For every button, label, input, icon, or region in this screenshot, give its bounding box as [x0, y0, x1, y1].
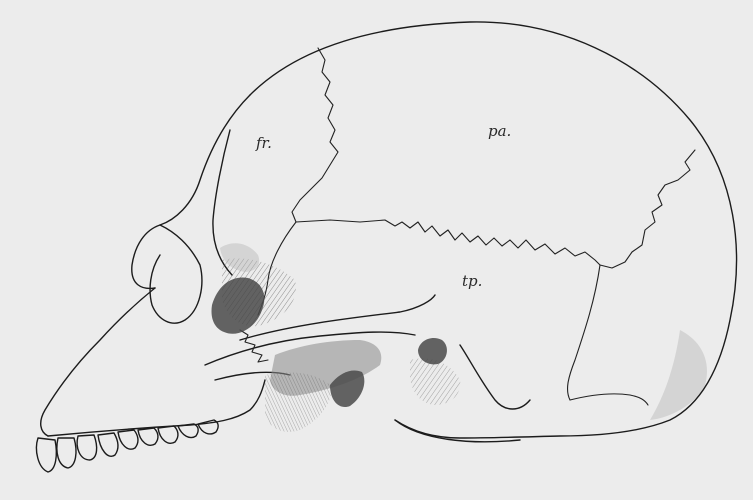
coronal-suture: [292, 48, 338, 222]
mastoid-outline: [460, 345, 530, 409]
tooth: [36, 438, 56, 472]
squamosal-suture: [296, 220, 600, 265]
temporal-posterior-suture: [568, 265, 600, 400]
cheek-hatch: [265, 372, 331, 431]
tooth: [118, 430, 138, 449]
mastoid-hatch: [410, 358, 460, 405]
lambdoid-suture: [600, 150, 695, 268]
maxilla-lower: [48, 380, 265, 436]
tooth: [98, 433, 118, 456]
tooth: [57, 438, 76, 468]
label-temporal: tp.: [462, 272, 482, 290]
temporal-fossa-hatch: [222, 258, 296, 326]
tooth: [77, 435, 96, 460]
snout-upper: [41, 288, 155, 436]
occipital-suture: [570, 394, 648, 405]
tooth: [178, 424, 198, 438]
tooth: [138, 428, 158, 445]
tooth: [158, 426, 178, 443]
label-frontal: fr.: [255, 134, 272, 152]
teeth-row: [36, 420, 218, 472]
occipital-shading: [650, 330, 707, 420]
label-parietal: pa.: [488, 122, 511, 140]
orbit-outline: [150, 225, 202, 323]
